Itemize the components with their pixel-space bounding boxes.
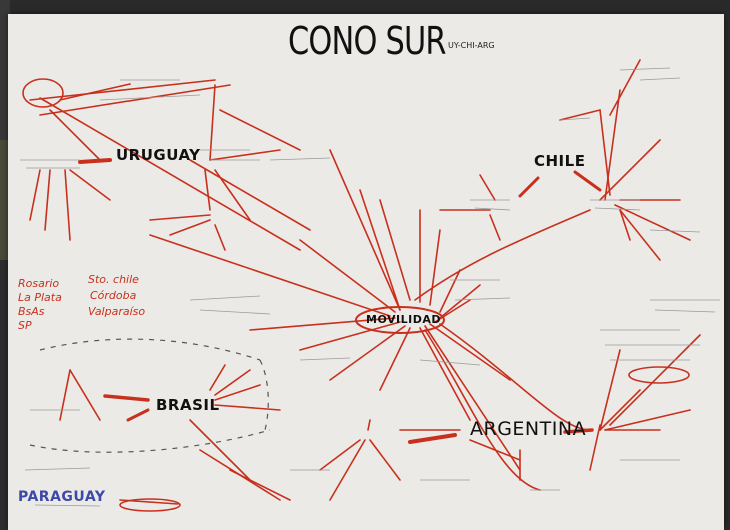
city-note: Rosario <box>18 277 60 290</box>
city-note: Valparaíso <box>88 305 146 318</box>
country-label-chile: CHILE <box>534 152 586 170</box>
country-label-paraguay: PARAGUAY <box>18 489 106 505</box>
left-edge-strip <box>0 260 10 530</box>
center-label-movilidad: MOVILIDAD <box>366 313 441 326</box>
country-label-brasil: BRASIL <box>156 396 220 414</box>
city-note: La Plata <box>18 291 62 304</box>
city-note: Córdoba <box>90 289 137 302</box>
city-note: SP <box>18 319 32 332</box>
poster-subtitle: UY-CHI-ARG <box>448 41 495 50</box>
poster-paper <box>8 14 724 530</box>
left-edge-strip <box>0 0 10 140</box>
country-label-argentina: ARGENTINA <box>470 418 587 440</box>
poster-title: CONO SUR <box>288 19 447 63</box>
country-label-uruguay: URUGUAY <box>116 146 201 164</box>
city-note: Sto. chile <box>88 273 139 286</box>
city-note: BsAs <box>18 305 45 318</box>
left-edge-strip <box>0 140 10 260</box>
